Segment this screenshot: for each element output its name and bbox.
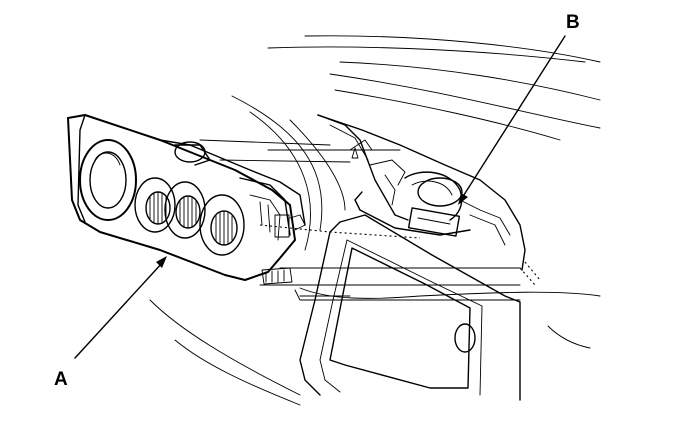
arrowhead-a-icon [156,256,167,268]
callout-label-a: A [54,369,68,390]
temperature-knob [134,177,176,233]
arrowhead-b-icon [458,193,468,205]
fan-speed-knob [164,181,206,239]
callout-a-leader [74,256,167,359]
mode-knob [199,194,245,256]
connector-b [407,207,461,237]
display-knob-icon [454,323,476,353]
panel-connector [274,214,290,238]
dashboard-rear-cavity [317,114,541,286]
callout-b-leader [458,35,566,205]
climate-control-panel [67,114,306,285]
callout-label-b: B [566,12,580,33]
center-console-opening [294,214,521,401]
vent-dial-housing [79,139,137,221]
alignment-guide-lines [199,139,521,297]
dashboard-contours [149,35,601,406]
